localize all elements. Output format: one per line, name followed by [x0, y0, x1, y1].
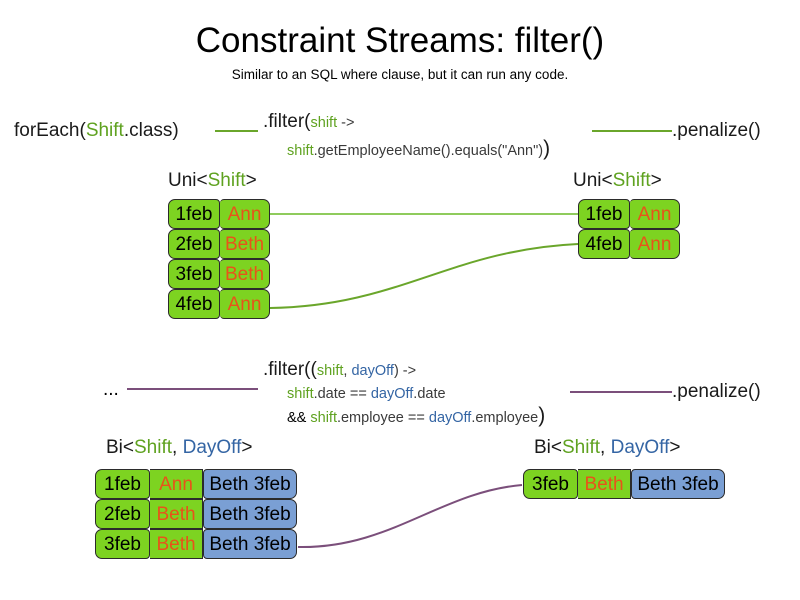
- bi-filter-var1: shift: [310, 410, 337, 426]
- bi-filter-head: .filter((: [263, 359, 317, 380]
- shift-employee-cell: Ann: [220, 199, 270, 229]
- uni-input-row[interactable]: 4feb Ann: [168, 289, 270, 319]
- uni-filter-line2: shift.getEmployeeName().equals("Ann")): [287, 138, 550, 162]
- uni-output-row[interactable]: 1feb Ann: [578, 199, 680, 229]
- bi-input-type-generic2: DayOff: [182, 437, 242, 458]
- shift-employee-cell: Beth: [220, 259, 270, 289]
- bi-output-type-suffix: >: [669, 437, 681, 458]
- bi-filter-comma: ,: [343, 363, 352, 379]
- bi-filter-param1: shift: [316, 363, 344, 379]
- bi-filter-line3: && shift.employee == dayOff.employee): [287, 405, 545, 429]
- bi-output-type-label: Bi<Shift, DayOff>: [534, 436, 680, 459]
- bi-penalize-label: .penalize(): [672, 381, 761, 402]
- foreach-prefix: forEach(: [14, 120, 86, 141]
- foreach-label: forEach(Shift.class): [14, 119, 179, 143]
- shift-employee-cell: Beth: [220, 229, 270, 259]
- bi-input-type-prefix: Bi<: [106, 437, 134, 458]
- uni-input-type-generic: Shift: [207, 170, 246, 191]
- shift-date-cell: 2feb: [168, 229, 220, 259]
- uni-filter-expr: .getEmployeeName().equals("Ann"): [313, 143, 544, 159]
- foreach-type: Shift: [85, 120, 124, 141]
- bi-filter-line1: .filter((shift, dayOff) ->: [263, 358, 416, 383]
- bi-filter-var2: dayOff: [370, 386, 414, 402]
- bi-filter-mid: .date ==: [313, 386, 371, 402]
- dayoff-cell: Beth 3feb: [203, 529, 297, 559]
- uni-output-type-generic: Shift: [612, 170, 651, 191]
- page-title: Constraint Streams: filter(): [195, 21, 605, 60]
- shift-date-cell: 3feb: [168, 259, 220, 289]
- shift-date-cell: 1feb: [578, 199, 630, 229]
- page-subtitle: Similar to an SQL where clause, but it c…: [231, 67, 569, 82]
- bi-input-type-generic1: Shift: [134, 437, 173, 458]
- bi-source-ellipsis: ...: [103, 379, 119, 400]
- link-uni-4feb: [269, 243, 579, 309]
- bi-output-type-generic1: Shift: [562, 437, 601, 458]
- bi-filter-line2: shift.date == dayOff.date: [287, 384, 446, 405]
- uni-output-type-prefix: Uni<: [573, 170, 613, 191]
- uni-input-row[interactable]: 2feb Beth: [168, 229, 270, 259]
- shift-date-cell: 3feb: [523, 469, 578, 499]
- foreach-suffix: .class): [123, 120, 179, 141]
- shift-date-cell: 1feb: [168, 199, 220, 229]
- bi-filter-arrow: ) ->: [393, 363, 417, 379]
- dayoff-cell: Beth 3feb: [631, 469, 725, 499]
- uni-filter-head: .filter(: [263, 111, 311, 132]
- shift-employee-cell: Ann: [220, 289, 270, 319]
- dayoff-cell: Beth 3feb: [203, 499, 297, 529]
- uni-input-type-suffix: >: [245, 170, 257, 191]
- shift-employee-cell: Ann: [150, 469, 203, 499]
- uni-input-type-prefix: Uni<: [168, 170, 208, 191]
- bi-input-type-suffix: >: [241, 437, 253, 458]
- bi-filter-op: &&: [287, 410, 311, 426]
- shift-date-cell: 3feb: [95, 529, 150, 559]
- dayoff-cell: Beth 3feb: [203, 469, 297, 499]
- uni-filter-arrow: ->: [337, 115, 355, 131]
- bi-input-type-label: Bi<Shift, DayOff>: [106, 436, 252, 459]
- shift-date-cell: 2feb: [95, 499, 150, 529]
- uni-output-type-suffix: >: [650, 170, 662, 191]
- bi-output-type-generic2: DayOff: [610, 437, 670, 458]
- bi-filter-param2: dayOff: [351, 363, 394, 379]
- bi-filter-tail: .date: [413, 386, 446, 402]
- bi-filter-var2: dayOff: [428, 410, 472, 426]
- bi-filter-close-paren: ): [538, 404, 546, 427]
- shift-date-cell: 4feb: [168, 289, 220, 319]
- shift-employee-cell: Ann: [630, 199, 680, 229]
- bi-filter-var1: shift: [287, 386, 314, 402]
- shift-employee-cell: Beth: [578, 469, 631, 499]
- uni-output-type-label: Uni<Shift>: [573, 169, 662, 192]
- bi-input-row[interactable]: 3feb Beth Beth 3feb: [95, 529, 297, 559]
- bi-output-type-comma: ,: [600, 437, 611, 458]
- uni-filter-line1: .filter(shift ->: [263, 110, 354, 135]
- uni-filter-param: shift: [310, 115, 338, 131]
- bi-input-row[interactable]: 1feb Ann Beth 3feb: [95, 469, 297, 499]
- bi-input-type-comma: ,: [172, 437, 183, 458]
- uni-filter-var: shift: [287, 143, 314, 159]
- shift-date-cell: 1feb: [95, 469, 150, 499]
- uni-input-row[interactable]: 1feb Ann: [168, 199, 270, 229]
- uni-input-row[interactable]: 3feb Beth: [168, 259, 270, 289]
- bi-filter-tail: .employee: [471, 410, 539, 426]
- shift-employee-cell: Beth: [150, 499, 203, 529]
- uni-input-type-label: Uni<Shift>: [168, 169, 257, 192]
- bi-filter-mid: .employee ==: [336, 410, 429, 426]
- bi-input-row[interactable]: 2feb Beth Beth 3feb: [95, 499, 297, 529]
- shift-employee-cell: Ann: [630, 229, 680, 259]
- bi-output-type-prefix: Bi<: [534, 437, 562, 458]
- shift-employee-cell: Beth: [150, 529, 203, 559]
- uni-filter-close-paren: ): [543, 137, 551, 160]
- uni-penalize-label: .penalize(): [672, 120, 761, 141]
- bi-output-row[interactable]: 3feb Beth Beth 3feb: [523, 469, 725, 499]
- shift-date-cell: 4feb: [578, 229, 630, 259]
- uni-output-row[interactable]: 4feb Ann: [578, 229, 680, 259]
- link-bi-3feb: [297, 484, 523, 549]
